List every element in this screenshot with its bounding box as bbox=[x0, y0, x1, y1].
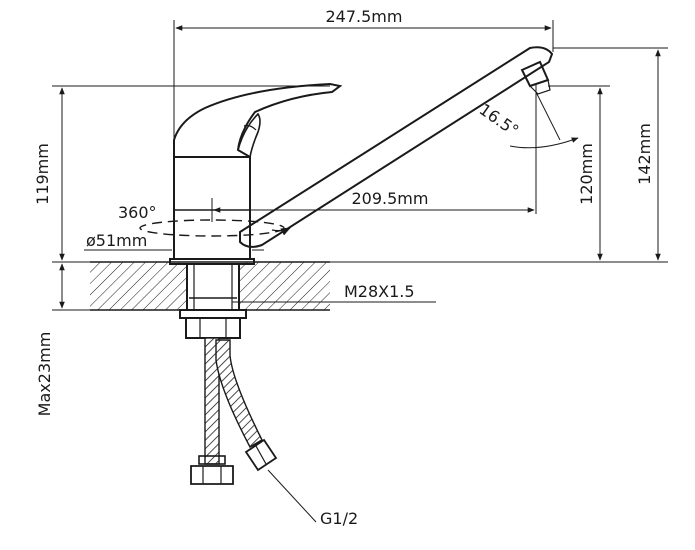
connector-leader bbox=[267, 469, 317, 523]
label-rotation: 360° bbox=[118, 203, 157, 222]
mounting-nut bbox=[179, 309, 247, 339]
dim-body-height bbox=[52, 85, 330, 263]
dim-spout-angle bbox=[509, 91, 579, 149]
rotation-indicator bbox=[139, 219, 291, 237]
dim-right-heights bbox=[330, 47, 668, 263]
hose-connector-right bbox=[244, 438, 278, 472]
braided-hoses bbox=[204, 337, 263, 465]
countertop bbox=[90, 261, 330, 311]
handle-lever bbox=[173, 82, 343, 158]
threaded-shank bbox=[186, 263, 240, 311]
label-spout-height: 120mm bbox=[577, 143, 596, 205]
label-spout-reach: 209.5mm bbox=[352, 189, 429, 208]
label-total-height: 142mm bbox=[635, 123, 654, 185]
label-thread: M28X1.5 bbox=[344, 282, 415, 301]
label-base-diameter: ø51mm bbox=[86, 231, 147, 250]
label-hose-connector: G1/2 bbox=[320, 509, 358, 528]
hose-connector-left bbox=[190, 455, 234, 485]
label-total-width: 247.5mm bbox=[326, 7, 403, 26]
label-spout-angle: 16.5° bbox=[476, 100, 523, 141]
label-max-mount: Max23mm bbox=[35, 332, 54, 417]
dim-max-mount bbox=[52, 263, 90, 311]
dim-spout-reach bbox=[211, 84, 537, 222]
spout bbox=[239, 46, 554, 248]
label-body-height: 119mm bbox=[33, 143, 52, 205]
dim-total-width bbox=[173, 20, 554, 155]
